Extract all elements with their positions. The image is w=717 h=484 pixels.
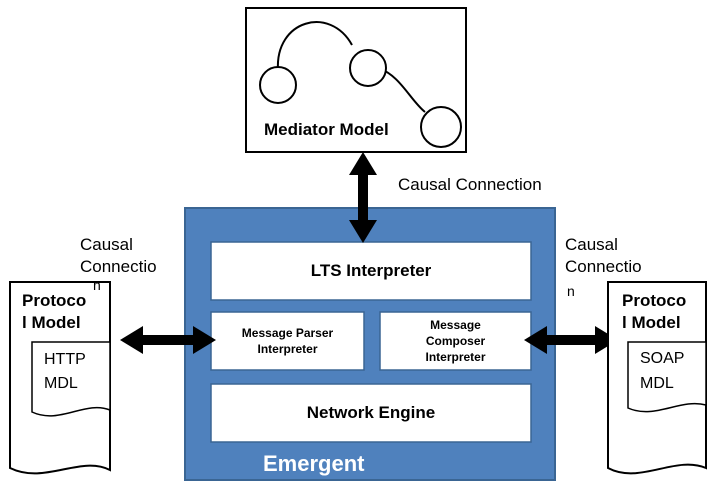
message-composer-line2: Composer <box>425 334 486 348</box>
right-mdl-line1: SOAP <box>640 350 685 367</box>
left-double-arrow <box>120 326 216 354</box>
emergent-label: Emergent <box>263 451 365 476</box>
mediator-model-label: Mediator Model <box>264 120 389 139</box>
right-mdl-document <box>627 341 707 413</box>
right-mdl-line2: MDL <box>640 375 674 392</box>
lts-interpreter-label: LTS Interpreter <box>310 261 432 280</box>
network-engine-label: Network Engine <box>306 403 436 422</box>
right-protocol-title-line2: l Model <box>622 313 681 332</box>
mediator-edge-1 <box>276 21 353 71</box>
left-mdl-document <box>31 341 111 417</box>
left-mdl-line2: MDL <box>44 375 78 392</box>
right-causal-label-line2: Connectio <box>565 257 642 276</box>
lts-interpreter-box <box>210 241 532 301</box>
right-protocol-title-line1: Protoco <box>622 291 687 310</box>
top-causal-connection-label: Causal Connection <box>398 175 542 194</box>
message-composer-line3: Interpreter <box>425 350 486 364</box>
mediator-state-2 <box>349 49 387 87</box>
left-protocol-title-line1: Protoco <box>22 291 87 310</box>
message-composer-line1: Message <box>430 318 481 332</box>
message-parser-box <box>210 311 365 371</box>
left-protocol-title-line2: l Model <box>22 313 81 332</box>
right-double-arrow <box>524 326 618 354</box>
left-causal-label-line1: Causal <box>80 235 133 254</box>
left-mdl-line1: HTTP <box>44 351 86 368</box>
left-causal-label-line3: n <box>93 277 101 293</box>
message-composer-box <box>379 311 532 371</box>
message-composer-label: Message Composer Interpreter <box>380 312 531 370</box>
network-engine-box <box>210 383 532 443</box>
left-causal-label-line2: Connectio <box>80 257 157 276</box>
top-double-arrow <box>349 152 377 243</box>
right-causal-label-line3: n <box>567 283 575 299</box>
message-parser-line1: Message Parser <box>241 326 334 340</box>
message-parser-line2: Interpreter <box>257 342 318 356</box>
right-causal-label-line1: Causal <box>565 235 618 254</box>
message-parser-label: Message Parser Interpreter <box>211 312 364 370</box>
mediator-state-1 <box>259 66 297 104</box>
mediator-state-3 <box>420 106 462 148</box>
